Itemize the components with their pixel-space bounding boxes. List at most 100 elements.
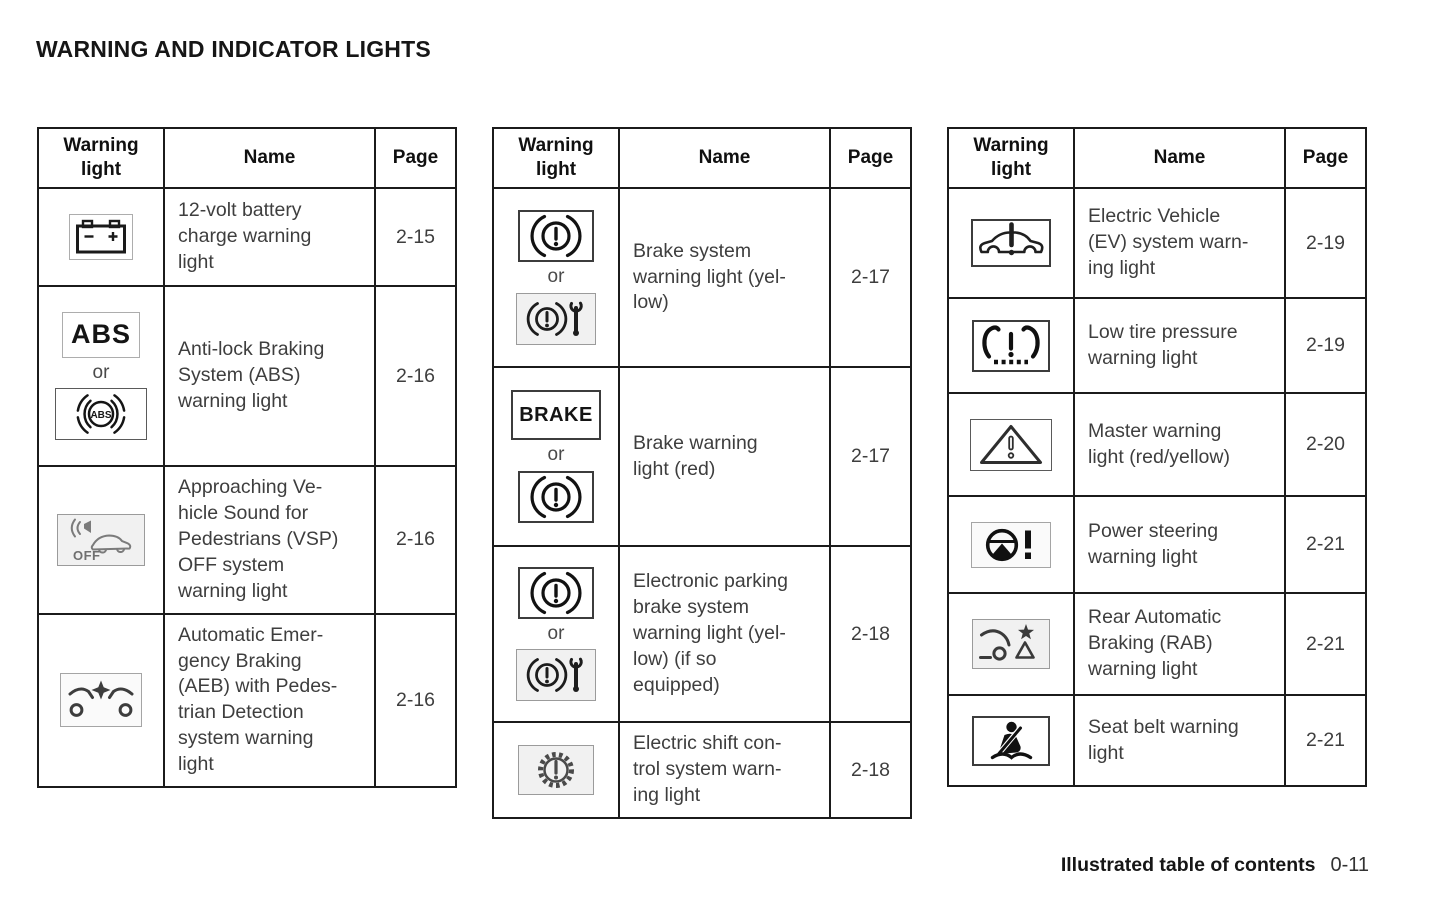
gear-warning-glyph: [538, 752, 574, 788]
brake-warning-icon: [518, 470, 594, 523]
footer-section-label: Illustrated table of contents: [1060, 854, 1316, 876]
brake-wrench-glyph: [526, 301, 583, 336]
ev-system-icon: [971, 219, 1051, 267]
column-header-page: Page: [374, 127, 457, 189]
seat-belt-icon: [972, 715, 1050, 766]
table-row: Automatic Emer- gency Braking (AEB) with…: [37, 612, 457, 789]
warning-light-name: Power steering warning light: [1073, 495, 1286, 594]
warning-light-name: Brake system warning light (yel- low): [618, 187, 831, 368]
warning-light-cell: [37, 612, 165, 789]
table-row: BRAKE or Brake warning light (red)2-17: [492, 366, 912, 547]
vsp-off-icon: OFF: [57, 513, 145, 566]
table-row: or Brake system warning light (yel- low)…: [492, 187, 912, 368]
page-number: 2-16: [374, 465, 457, 615]
table-row: ABS or ABS Anti-lock Braking System (ABS) …: [37, 285, 457, 467]
or-label: or: [547, 266, 565, 288]
ev-car-glyph: [979, 222, 1044, 256]
page-number: 2-19: [1284, 297, 1367, 394]
column-header-name: Name: [618, 127, 831, 189]
page-number: 2-16: [374, 612, 457, 789]
page-number: 2-17: [829, 366, 912, 547]
power-steering-icon: [971, 521, 1051, 568]
gear-warning-icon: [518, 745, 594, 795]
warning-light-icon-stack: [953, 521, 1069, 568]
brake-wrench-icon: [516, 649, 596, 702]
brake-text: BRAKE: [519, 404, 593, 427]
page-title: WARNING AND INDICATOR LIGHTS: [36, 36, 431, 62]
or-label: or: [547, 622, 565, 644]
battery-icon: [69, 214, 133, 260]
warning-light-name: Brake warning light (red): [618, 366, 831, 547]
warning-light-cell: [947, 297, 1075, 394]
warning-light-cell: OFF: [37, 465, 165, 615]
brake-warning-icon: [518, 210, 594, 263]
brake-text-label: BRAKE: [511, 390, 601, 441]
warning-light-name: Electric Vehicle (EV) system warn- ing l…: [1073, 187, 1286, 299]
or-label: or: [92, 361, 110, 383]
warning-light-name: Rear Automatic Braking (RAB) warning lig…: [1073, 592, 1286, 696]
column-header-page: Page: [1284, 127, 1367, 189]
warning-light-name: Seat belt warning light: [1073, 694, 1286, 787]
warning-light-icon-stack: [43, 673, 159, 728]
low-tire-pressure-icon: [972, 319, 1050, 372]
warning-light-icon-stack: BRAKE or: [498, 390, 614, 523]
warning-light-icon-stack: [953, 219, 1069, 267]
page-number: 2-18: [829, 545, 912, 723]
battery-glyph: [76, 219, 126, 254]
svg-text:OFF: OFF: [73, 548, 101, 563]
warning-light-cell: [947, 392, 1075, 497]
page-number: 2-17: [829, 187, 912, 368]
column-header-page: Page: [829, 127, 912, 189]
warning-light-cell: [37, 187, 165, 287]
brake-circle-glyph: [530, 571, 582, 614]
warning-light-name: Anti-lock Braking System (ABS) warning l…: [163, 285, 376, 467]
page-number: 2-18: [829, 721, 912, 819]
or-label: or: [547, 444, 565, 466]
svg-text:ABS: ABS: [90, 410, 111, 421]
column-header-warning-light: Warning light: [492, 127, 620, 189]
warning-light-cell: ABS or ABS: [37, 285, 165, 467]
warning-light-cell: [492, 721, 620, 819]
warning-light-cell: [947, 495, 1075, 594]
aeb-pedestrian-icon: [60, 673, 142, 728]
page-number: 2-21: [1284, 495, 1367, 594]
footer-page-number: 0-11: [1330, 854, 1369, 876]
abs-circle-icon: ABS: [55, 388, 147, 441]
column-header-name: Name: [163, 127, 376, 189]
page-number: 2-19: [1284, 187, 1367, 299]
page-number: 2-21: [1284, 694, 1367, 787]
page-number: 2-15: [374, 187, 457, 287]
brake-warning-icon: [518, 566, 594, 619]
abs-text-label: ABS: [62, 311, 140, 358]
column-header-name: Name: [1073, 127, 1286, 189]
warning-light-icon-stack: OFF: [43, 513, 159, 566]
warning-light-icon-stack: [43, 214, 159, 260]
column-header-warning-light: Warning light: [947, 127, 1075, 189]
warning-light-cell: BRAKE or: [492, 366, 620, 547]
brake-circle-glyph: [530, 475, 582, 519]
seat-belt-glyph: [990, 721, 1033, 760]
page-number: 2-20: [1284, 392, 1367, 497]
table-row: or Electronic parking brake system warni…: [492, 545, 912, 723]
aeb-glyph: [68, 680, 134, 718]
warning-light-icon-stack: [953, 619, 1069, 669]
brake-circle-glyph: [530, 214, 582, 258]
vsp-off-glyph: OFF: [70, 518, 132, 563]
warning-light-cell: [947, 592, 1075, 696]
warning-light-icon-stack: [498, 745, 614, 795]
page-number: 2-16: [374, 285, 457, 467]
column-header-warning-light: Warning light: [37, 127, 165, 189]
warning-light-name: Automatic Emer- gency Braking (AEB) with…: [163, 612, 376, 789]
abs-circle-glyph: ABS: [76, 394, 126, 435]
brake-wrench-icon: [516, 292, 596, 345]
